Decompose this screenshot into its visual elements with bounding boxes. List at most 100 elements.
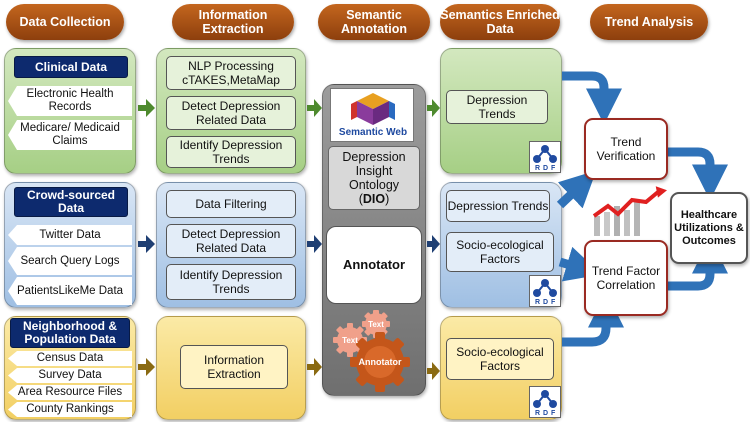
arrow-extraction-to-annotation-yellow bbox=[307, 358, 322, 376]
source-patientslikeme-data: PatientsLikeMe Data bbox=[8, 277, 132, 305]
extract-detect-depression-crowd: Detect Depression Related Data bbox=[166, 224, 296, 258]
box-label: Detect Depression Related Data bbox=[181, 227, 281, 255]
annotator-gears-icon: Text Text Annotator bbox=[333, 310, 410, 392]
enriched-depression-trends-clinical: Depression Trends bbox=[446, 90, 548, 124]
ontology-label-wrap: Depression Insight Ontology (DIO) bbox=[329, 150, 419, 206]
rdf-graph-icon: R D F bbox=[533, 145, 557, 172]
header-trend-analysis: Trend Analysis bbox=[590, 4, 708, 40]
arrow-annotation-to-enriched-yellow bbox=[427, 362, 440, 380]
rdf-letter-d: D bbox=[543, 299, 548, 306]
rdf-letter-d: D bbox=[543, 410, 548, 417]
rdf-letter-d: D bbox=[543, 165, 548, 172]
small-gear-2 bbox=[362, 310, 390, 338]
title-text: Neighborhood & Population Data bbox=[23, 319, 117, 346]
enriched-depression-trends-crowd: Depression Trends bbox=[446, 190, 550, 222]
large-gear-hub bbox=[364, 346, 396, 378]
arrow-extraction-to-annotation-green bbox=[307, 99, 322, 117]
ontology-name: Depression Insight Ontology bbox=[342, 150, 406, 192]
trend-verification-box: Trend Verification bbox=[584, 118, 668, 180]
rdf-letter-r: R bbox=[535, 410, 540, 417]
extract-identify-trends-clinical: Identify Depression Trends bbox=[166, 136, 296, 168]
rdf-graph-icon: R D F bbox=[533, 390, 557, 417]
source-census-data: Census Data bbox=[8, 351, 132, 366]
arrow-neighborhood-to-extraction bbox=[138, 358, 155, 376]
box-label: Trend Factor Correlation bbox=[591, 264, 661, 292]
neighborhood-population-data-title: Neighborhood & Population Data bbox=[10, 318, 130, 348]
rdf-badge-crowd: R D F bbox=[529, 275, 561, 307]
header-label: Semantic Annotation bbox=[341, 8, 407, 36]
extract-detect-depression-clinical: Detect Depression Related Data bbox=[166, 96, 296, 130]
trend-bar bbox=[604, 212, 610, 236]
box-label: Detect Depression Related Data bbox=[181, 99, 281, 127]
box-label: NLP Processing cTAKES,MetaMap bbox=[182, 59, 280, 87]
depression-insight-ontology: Depression Insight Ontology (DIO) bbox=[328, 146, 420, 210]
source-label: County Rankings bbox=[26, 403, 114, 415]
trend-bar bbox=[634, 200, 640, 236]
title-text: Clinical Data bbox=[34, 59, 108, 74]
box-label: Trend Verification bbox=[596, 135, 656, 163]
source-label: Medicare/ Medicaid Claims bbox=[20, 122, 120, 147]
gear-annotator-label: Annotator bbox=[359, 357, 402, 367]
box-label: Depression Trends bbox=[466, 93, 528, 121]
source-electronic-health-records: Electronic Health Records bbox=[8, 86, 132, 116]
healthcare-outcomes-box: Healthcare Utilizations & Outcomes bbox=[670, 192, 748, 264]
clinical-data-title: Clinical Data bbox=[14, 56, 128, 78]
rdf-letter-f: F bbox=[551, 165, 556, 172]
extract-nlp-processing: NLP Processing cTAKES,MetaMap bbox=[166, 56, 296, 90]
box-label: Information Extraction bbox=[203, 353, 265, 381]
title-text: Crowd-sourced Data bbox=[26, 188, 115, 215]
header-semantics-enriched-data: Semantics Enriched Data bbox=[440, 4, 560, 40]
trend-arrowhead bbox=[655, 186, 668, 198]
arrow-enriched-to-correlation-mid bbox=[558, 246, 602, 282]
rdf-graph-icon: R D F bbox=[533, 279, 557, 306]
semantic-web-label: Semantic Web bbox=[338, 127, 408, 138]
rdf-badge-clinical: R D F bbox=[529, 141, 561, 173]
arrow-annotation-to-enriched-blue bbox=[427, 235, 440, 253]
rdf-letter-r: R bbox=[535, 299, 540, 306]
extract-information-extraction: Information Extraction bbox=[180, 345, 288, 389]
source-label: Twitter Data bbox=[39, 228, 101, 241]
annotator-box: Annotator bbox=[326, 226, 422, 304]
source-label: Search Query Logs bbox=[20, 254, 120, 267]
trend-factor-correlation-box: Trend Factor Correlation bbox=[584, 240, 668, 316]
gear-text-1: Text bbox=[342, 336, 358, 345]
arrow-verification-to-outcome bbox=[668, 147, 728, 201]
arrow-crowd-to-extraction bbox=[138, 235, 155, 253]
trend-bar bbox=[624, 210, 630, 236]
ontology-abbr: DIO bbox=[362, 192, 386, 206]
extract-data-filtering: Data Filtering bbox=[166, 190, 296, 218]
header-label: Data Collection bbox=[19, 15, 111, 29]
rdf-badge-neighborhood: R D F bbox=[529, 386, 561, 418]
box-label: Data Filtering bbox=[195, 197, 267, 211]
source-label: PatientsLikeMe Data bbox=[16, 284, 124, 297]
trend-bar bbox=[614, 206, 620, 236]
enriched-socio-ecological-crowd: Socio-ecological Factors bbox=[446, 232, 554, 272]
box-label: Identify Depression Trends bbox=[179, 268, 283, 296]
box-label: Depression Trends bbox=[447, 199, 549, 213]
arrow-enriched-to-verification-top bbox=[562, 71, 622, 125]
ontology-abbr-wrap: (DIO) bbox=[358, 192, 390, 206]
source-area-resource-files: Area Resource Files bbox=[8, 385, 132, 400]
arrow-clinical-to-extraction bbox=[138, 99, 155, 117]
header-information-extraction: Information Extraction bbox=[172, 4, 294, 40]
source-label: Census Data bbox=[36, 352, 104, 364]
trend-chart-icon bbox=[592, 186, 668, 236]
rdf-letter-r: R bbox=[535, 165, 540, 172]
header-label: Information Extraction bbox=[198, 8, 268, 36]
source-twitter-data: Twitter Data bbox=[8, 225, 132, 245]
enriched-socio-ecological-neighborhood: Socio-ecological Factors bbox=[446, 338, 554, 380]
crowd-sourced-data-title: Crowd-sourced Data bbox=[14, 187, 128, 217]
semantic-web-logo: Semantic Web bbox=[330, 88, 414, 142]
gear-text-2: Text bbox=[368, 320, 384, 329]
header-label: Semantics Enriched Data bbox=[440, 8, 560, 36]
source-search-query-logs: Search Query Logs bbox=[8, 247, 132, 275]
arrow-correlation-to-outcome bbox=[668, 237, 728, 291]
trend-bar bbox=[594, 216, 600, 236]
box-label: Identify Depression Trends bbox=[179, 138, 283, 166]
arrow-annotation-to-enriched-green bbox=[427, 99, 440, 117]
source-county-rankings: County Rankings bbox=[8, 402, 132, 417]
rdf-letter-f: F bbox=[551, 410, 556, 417]
source-label: Survey Data bbox=[38, 369, 102, 381]
arrow-enriched-to-correlation-bottom bbox=[562, 291, 624, 347]
